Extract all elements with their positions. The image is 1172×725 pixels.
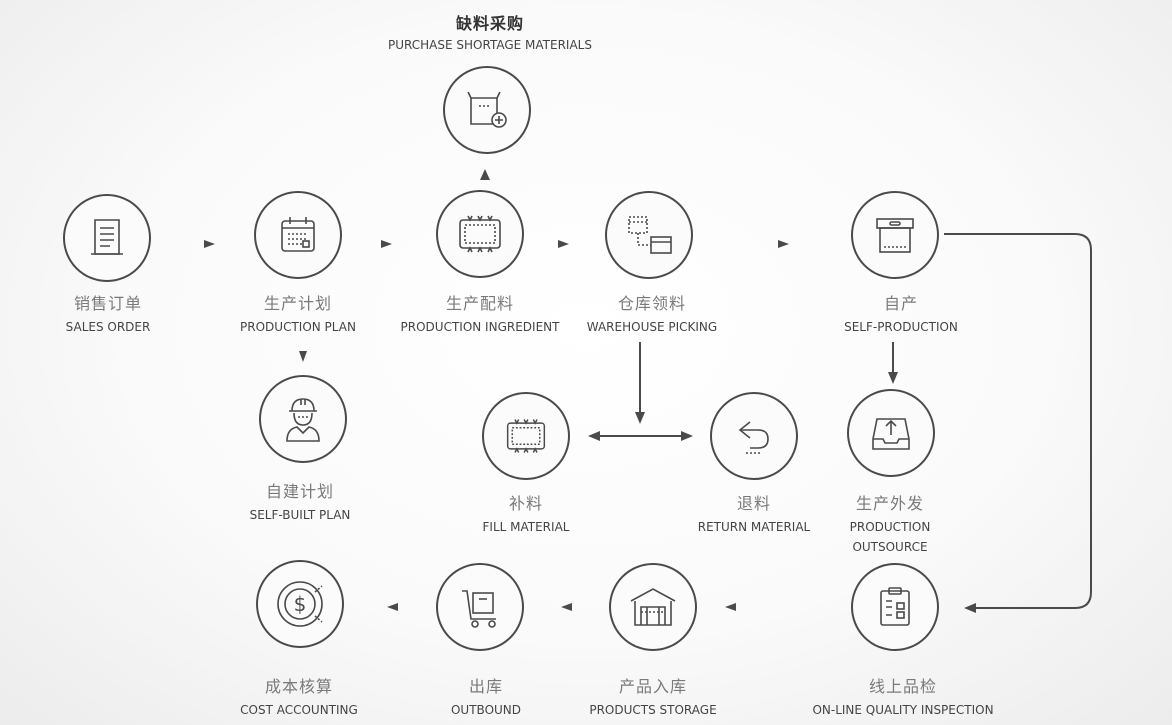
- label-outsource-zh: 生产外发: [855, 494, 924, 513]
- label-plan-zh: 生产计划: [263, 294, 332, 313]
- document-list-icon: [91, 219, 123, 255]
- line-self-to-inspection: [944, 233, 1092, 609]
- label-purchase-zh: 缺料采购: [455, 14, 524, 33]
- arrow-picking-to-self: [778, 240, 789, 248]
- node-return-material[interactable]: [710, 392, 798, 480]
- label-picking-en: WAREHOUSE PICKING: [586, 320, 718, 334]
- chip-icon: [506, 419, 546, 453]
- node-warehouse-picking[interactable]: [605, 191, 693, 279]
- arrow-cost-left: [387, 603, 398, 611]
- label-plan-en: PRODUCTION PLAN: [240, 320, 356, 334]
- label-sales-zh: 销售订单: [73, 294, 142, 313]
- worker-helmet-icon: [286, 398, 320, 442]
- label-fill-zh: 补料: [508, 494, 543, 513]
- label-self-zh: 自产: [883, 294, 918, 313]
- node-online-inspection[interactable]: [851, 563, 939, 651]
- warehouse-icon: [630, 588, 676, 626]
- node-cost-accounting[interactable]: $: [256, 560, 344, 648]
- dollar-coin-icon: $: [277, 581, 323, 627]
- arrow-sales-to-plan: [204, 240, 215, 248]
- node-fill-material[interactable]: [482, 392, 570, 480]
- label-return-zh: 退料: [736, 494, 771, 513]
- label-fill-en: FILL MATERIAL: [482, 520, 570, 534]
- label-sales-en: SALES ORDER: [65, 320, 151, 334]
- label-ingredient-zh: 生产配料: [445, 294, 514, 313]
- svg-text:$: $: [294, 592, 307, 616]
- label-return-en: RETURN MATERIAL: [697, 520, 811, 534]
- node-self-built-plan[interactable]: [259, 375, 347, 463]
- box-icon: [876, 218, 914, 253]
- label-cost-zh: 成本核算: [264, 677, 333, 696]
- label-storage-zh: 产品入库: [618, 677, 687, 696]
- label-purchase-en: PURCHASE SHORTAGE MATERIALS: [388, 38, 592, 52]
- label-inspection-en: ON-LINE QUALITY INSPECTION: [812, 703, 994, 717]
- label-ingredient-en: PRODUCTION INGREDIENT: [400, 320, 560, 334]
- node-sales-order[interactable]: [63, 194, 151, 282]
- label-outbound-zh: 出库: [468, 677, 503, 696]
- arrow-ingredient-to-picking: [558, 240, 569, 248]
- label-storage-en: PRODUCTS STORAGE: [589, 703, 717, 717]
- flow-windows-icon: [628, 216, 672, 254]
- calendar-icon: [281, 217, 315, 252]
- arrow-plan-to-ingredient: [381, 240, 392, 248]
- label-inspection-zh: 线上品检: [868, 677, 937, 696]
- label-selfbuilt-zh: 自建计划: [265, 482, 334, 501]
- arrow-storage-to-outbound: [725, 603, 736, 611]
- label-outbound-en: OUTBOUND: [450, 703, 522, 717]
- node-production-ingredient[interactable]: [436, 190, 524, 278]
- node-purchase[interactable]: [443, 66, 531, 154]
- label-outsource-en2: OUTSOURCE: [852, 540, 928, 554]
- node-production-outsource[interactable]: [847, 389, 935, 477]
- arrow-outbound-to-cost: [561, 603, 572, 611]
- clipboard-checklist-icon: [880, 587, 910, 626]
- node-products-storage[interactable]: [609, 563, 697, 651]
- label-cost-en: COST ACCOUNTING: [240, 703, 358, 717]
- arrow-ingredient-to-purchase: [480, 169, 490, 180]
- inbox-up-icon: [872, 418, 910, 450]
- box-plus-icon: [467, 91, 507, 128]
- chip-icon: [459, 215, 501, 253]
- node-outbound[interactable]: [436, 563, 524, 651]
- label-picking-zh: 仓库领料: [617, 294, 686, 313]
- label-self-en: SELF-PRODUCTION: [844, 320, 958, 334]
- label-selfbuilt-en: SELF-BUILT PLAN: [249, 508, 351, 522]
- node-self-production[interactable]: [851, 191, 939, 279]
- cart-icon: [462, 590, 496, 628]
- node-production-plan[interactable]: [254, 191, 342, 279]
- label-outsource-en1: PRODUCTION: [849, 520, 931, 534]
- arrow-plan-to-selfbuilt: [299, 351, 307, 362]
- return-arrow-icon: [738, 421, 769, 454]
